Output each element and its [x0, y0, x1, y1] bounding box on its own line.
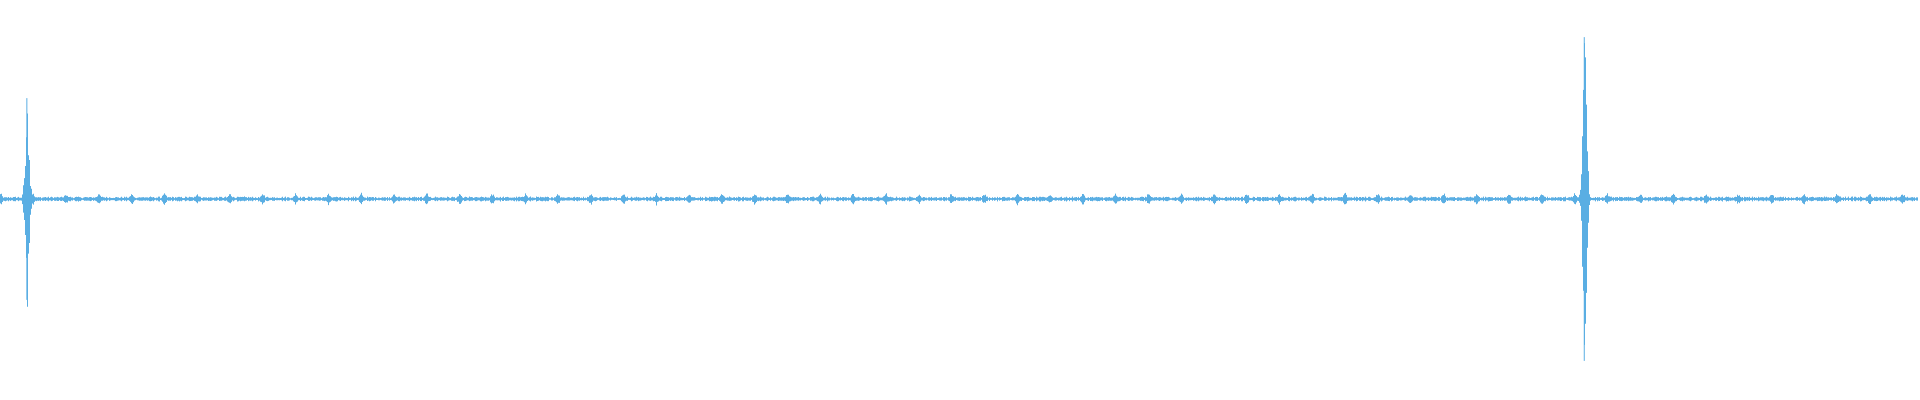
waveform-series-0: [0, 43, 1918, 345]
series-group: [0, 37, 1918, 361]
